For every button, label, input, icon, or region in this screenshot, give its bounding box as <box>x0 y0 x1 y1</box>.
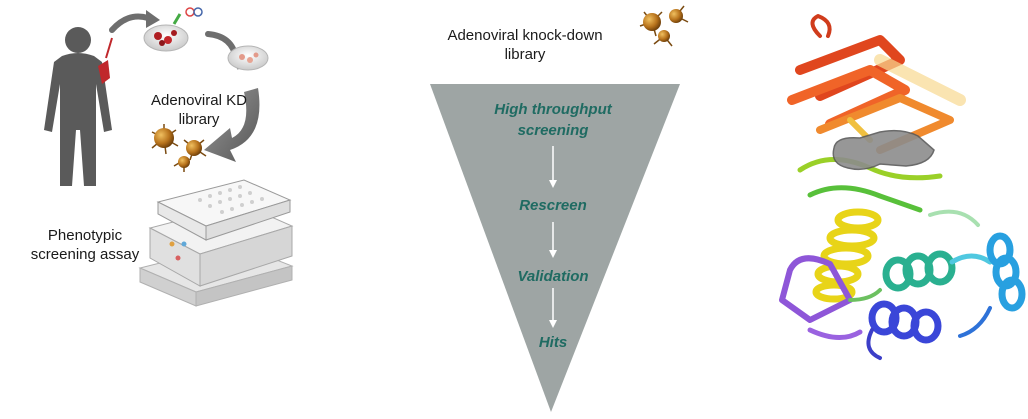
well-plate-icon <box>138 179 294 307</box>
screening-funnel <box>430 84 680 412</box>
human-silhouette-icon <box>44 27 112 186</box>
protein-structure-image <box>779 14 1026 360</box>
petri-dish-icon <box>227 45 269 71</box>
adenovirus-icon <box>151 124 207 172</box>
reagent-icon <box>172 7 203 25</box>
phenotypic-assay-label: Phenotypic screening assay <box>30 227 140 263</box>
funnel-arrows <box>549 146 557 328</box>
arm-biopsy-icon <box>98 60 110 84</box>
petri-dish-icon <box>143 24 189 52</box>
adenovirus-icon <box>639 5 689 47</box>
stage-hits: Hits <box>538 334 568 351</box>
adenoviral-library-label: Adenoviral knock-down library <box>447 27 603 63</box>
stage-high-throughput-screening: High throughput screening <box>494 101 612 139</box>
stage-validation: Validation <box>517 268 589 285</box>
biopsy-needle-icon <box>105 37 113 59</box>
big-arrow-icon <box>204 88 260 162</box>
arrow-head-icon <box>146 10 160 28</box>
ligand-surface-icon <box>832 129 935 171</box>
kd-library-label: Adenoviral KD library <box>151 92 247 128</box>
stage-rescreen: Rescreen <box>519 197 587 214</box>
